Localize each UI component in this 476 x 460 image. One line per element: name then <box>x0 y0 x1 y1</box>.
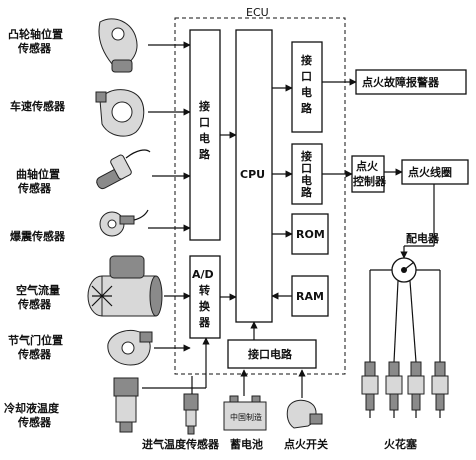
speed-sensor-label: 车速传感器 <box>10 99 66 113</box>
ram-label: RAM <box>296 290 324 303</box>
cpu-label: CPU <box>240 168 265 181</box>
intake-temp-sensor-icon <box>183 393 199 435</box>
battery-icon: 中国制造 <box>223 395 267 431</box>
throttle-sensor-label: 节气门位置 传感器 <box>8 333 67 361</box>
internal-connections <box>220 84 293 340</box>
igniter-box <box>351 155 385 193</box>
spark-plug-icon <box>407 361 425 418</box>
knock-sensor-icon <box>99 209 149 237</box>
coil-label: 点火线圈 <box>408 165 452 179</box>
interface-left-box <box>189 29 221 241</box>
speed-sensor-icon <box>95 89 145 137</box>
interface-left-label: 接 口 电 路 <box>199 99 214 161</box>
battery-label: 蓄电池 <box>230 437 263 451</box>
throttle-sensor-icon <box>107 329 153 366</box>
ram-box <box>291 275 329 317</box>
spark-plug-icon <box>361 361 379 418</box>
intake-temp-sensor-label: 进气温度传感器 <box>142 437 220 451</box>
ignition-switch-icon <box>286 399 323 429</box>
ad-converter-label: A/D 转 换 器 <box>192 268 218 329</box>
interface-bottom-label: 接口电路 <box>248 347 293 361</box>
igniter-label: 点火 控制器 <box>353 159 387 188</box>
knock-sensor-label: 爆震传感器 <box>10 229 66 243</box>
battery-plate-text: 中国制造 <box>230 412 262 422</box>
alarm-label: 点火故障报警器 <box>362 75 440 89</box>
distributor-label: 配电器 <box>406 231 440 245</box>
airflow-sensor-label: 空气流量 传感器 <box>16 283 64 311</box>
ecu-boundary <box>174 17 346 375</box>
cam-sensor-label: 凸轮轴位置 传感器 <box>8 27 67 55</box>
ad-converter-box <box>189 255 221 339</box>
cam-sensor-icon <box>98 18 138 73</box>
airflow-sensor-icon <box>87 255 163 317</box>
ignition-switch-label: 点火开关 <box>284 437 328 451</box>
spark-plug-wiring <box>369 269 441 363</box>
interface-bottom-box <box>227 339 317 369</box>
crank-sensor-icon <box>96 149 151 190</box>
ecu-title: ECU <box>246 6 269 19</box>
spark-plug-icon <box>431 361 449 418</box>
interface-mid-label: 接 口 电 路 <box>301 149 316 199</box>
rom-box <box>291 213 329 255</box>
coolant-sensor-label: 冷却液温度 传感器 <box>4 401 63 429</box>
sensor-input-arrows <box>142 41 306 398</box>
rom-label: ROM <box>296 228 325 241</box>
interface-top-label: 接 口 电 路 <box>301 53 316 115</box>
interface-top-box <box>291 41 323 133</box>
crank-sensor-label: 曲轴位置 传感器 <box>16 167 64 195</box>
alarm-box <box>355 69 467 95</box>
spark-plug-label: 火花塞 <box>384 437 418 451</box>
cpu-box <box>235 29 273 323</box>
spark-plug-icon <box>385 361 403 418</box>
coolant-sensor-icon <box>113 377 139 433</box>
interface-mid-box <box>291 143 323 205</box>
